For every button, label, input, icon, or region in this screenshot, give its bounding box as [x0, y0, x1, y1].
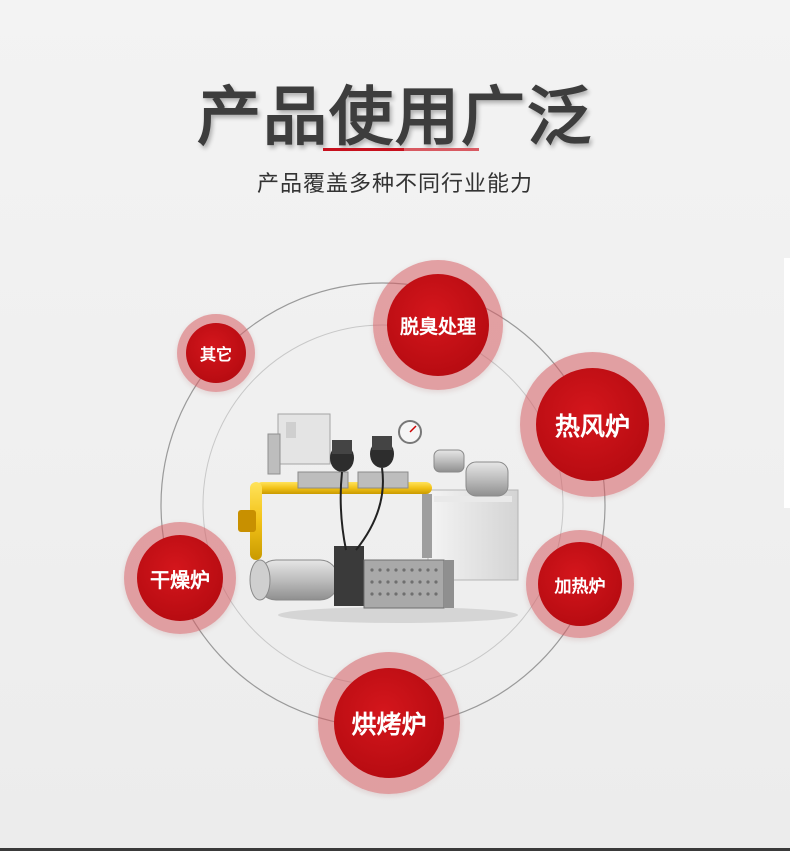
application-hot-air-furnace: 热风炉	[520, 352, 665, 497]
application-baking-oven: 烘烤炉	[318, 652, 460, 794]
application-label: 脱臭处理	[387, 274, 489, 376]
burner-machine-image	[238, 413, 519, 623]
title-underline	[323, 148, 479, 151]
bottom-divider	[0, 848, 790, 851]
application-label: 烘烤炉	[334, 668, 444, 778]
application-label: 干燥炉	[137, 535, 223, 621]
right-edge-strip	[784, 258, 790, 508]
application-other: 其它	[177, 314, 255, 392]
application-label: 其它	[186, 323, 246, 383]
page-subtitle: 产品覆盖多种不同行业能力	[256, 172, 533, 197]
application-heating-furnace: 加热炉	[526, 530, 634, 638]
application-label: 热风炉	[536, 368, 649, 481]
page-title: 产品使用广泛	[197, 81, 593, 155]
application-deodorization: 脱臭处理	[373, 260, 503, 390]
application-label: 加热炉	[538, 542, 622, 626]
application-drying-oven: 干燥炉	[124, 522, 236, 634]
